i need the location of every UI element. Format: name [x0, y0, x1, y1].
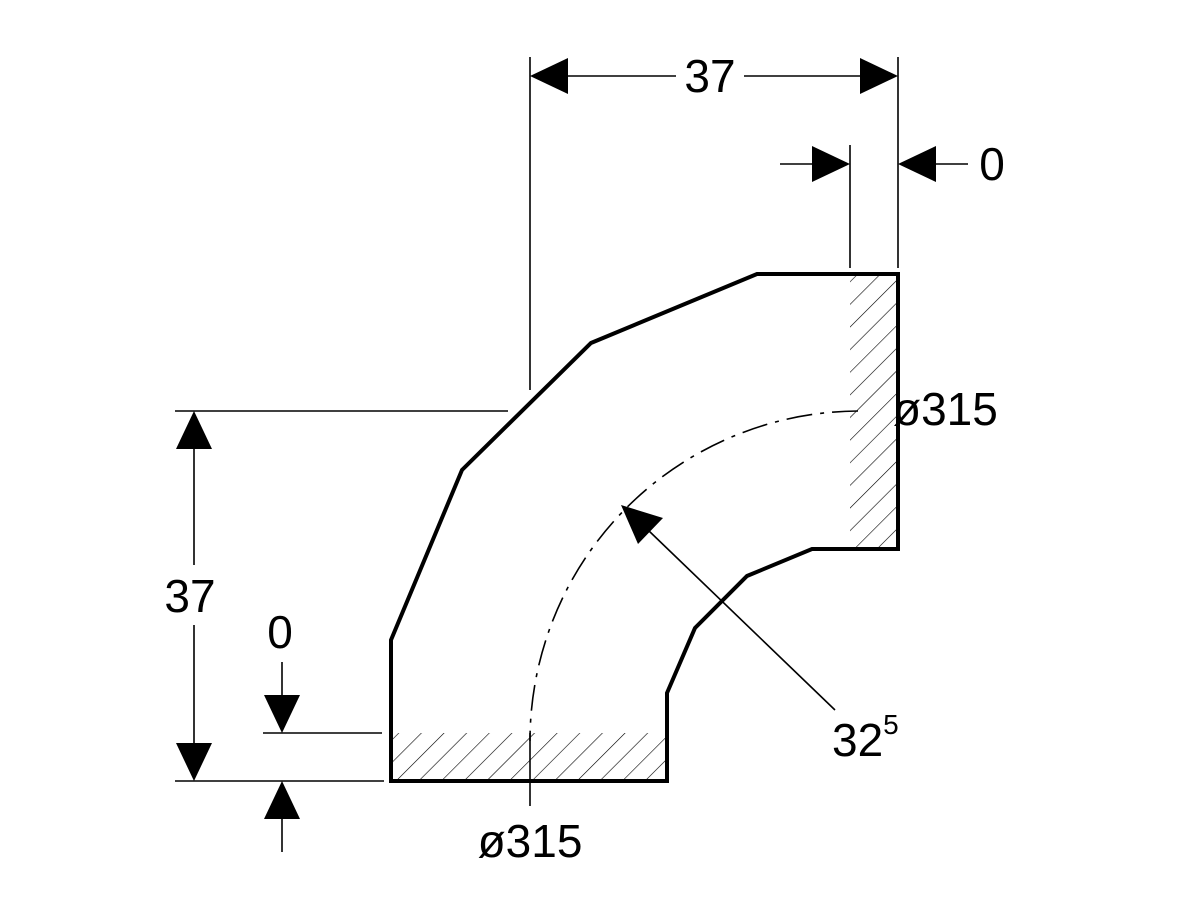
- right-diameter-label: ø315: [893, 383, 998, 435]
- radius-leader-line: [647, 529, 836, 711]
- left-dim-arrow-top: [176, 411, 212, 449]
- top-width-label: 37: [684, 50, 735, 102]
- top-offset-label: 0: [979, 138, 1005, 190]
- top-dim-arrow-right: [860, 58, 898, 94]
- left-offset-arrow-bottom: [264, 781, 300, 819]
- bottom-socket-hatch: [391, 733, 667, 781]
- top-offset-arrow-left: [812, 146, 850, 182]
- radius-label: 325: [832, 709, 899, 766]
- left-dim-arrow-bottom: [176, 743, 212, 781]
- centerline-arc: [529, 410, 859, 742]
- radius-main-text: 32: [832, 714, 883, 766]
- radius-superscript-text: 5: [883, 709, 899, 740]
- left-height-label: 37: [164, 570, 215, 622]
- left-offset-arrow-top: [264, 695, 300, 733]
- bend-outline: [389, 272, 900, 783]
- top-offset-arrow-right: [898, 146, 936, 182]
- radius-leader-arrow: [621, 505, 663, 544]
- top-dim-arrow-left: [530, 58, 568, 94]
- left-offset-label: 0: [267, 606, 293, 658]
- bottom-diameter-label: ø315: [478, 815, 583, 867]
